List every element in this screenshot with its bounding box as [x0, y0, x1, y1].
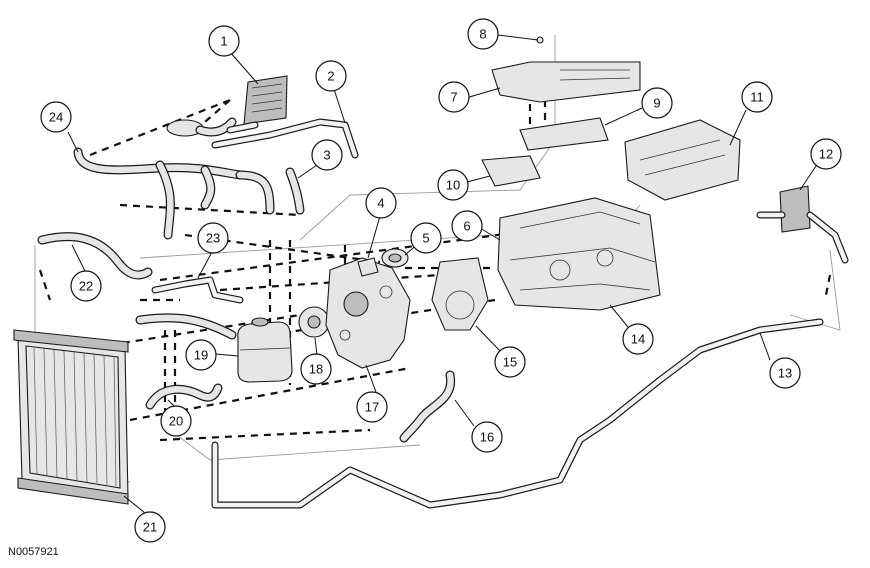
part-21-radiator	[13, 329, 129, 505]
part-22-radiator-hose	[37, 232, 153, 280]
callout-23: 23	[197, 222, 229, 254]
part-13-long-tube	[211, 318, 824, 509]
callout-20: 20	[160, 405, 192, 437]
svg-text:12: 12	[819, 147, 833, 162]
callout-3: 3	[311, 139, 343, 171]
callout-22: 22	[70, 270, 102, 302]
part-18-pump-pulley	[298, 306, 330, 338]
part-2-upper-tube	[211, 118, 359, 159]
part-10-oil-cooler	[481, 155, 541, 187]
svg-text:8: 8	[479, 27, 486, 42]
part-23-bracket	[151, 276, 244, 304]
callout-11: 11	[741, 81, 773, 113]
callout-8: 8	[467, 18, 499, 50]
callout-9: 9	[641, 87, 673, 119]
svg-text:5: 5	[422, 231, 429, 246]
callout-16: 16	[471, 421, 503, 453]
callout-5: 5	[410, 222, 442, 254]
callout-10: 10	[437, 169, 469, 201]
svg-text:22: 22	[79, 279, 93, 294]
part-7-manifold	[491, 61, 641, 103]
svg-text:24: 24	[49, 110, 63, 125]
svg-text:21: 21	[143, 520, 157, 535]
svg-text:13: 13	[778, 366, 792, 381]
part-17-front-cover	[325, 257, 411, 369]
part-15-cover-plate	[431, 257, 489, 331]
svg-text:18: 18	[309, 362, 323, 377]
callout-21: 21	[134, 511, 166, 543]
part-12-egr-cooler	[756, 185, 849, 264]
callout-4: 4	[365, 187, 397, 219]
part-5-thermostat	[381, 248, 409, 268]
svg-text:7: 7	[450, 90, 457, 105]
part-9-crossover	[519, 117, 609, 151]
svg-text:20: 20	[169, 414, 183, 429]
part-19-reservoir	[237, 317, 293, 383]
part-20-lower-hose	[135, 313, 237, 410]
callout-12: 12	[810, 138, 842, 170]
part-24-upper-hoses	[73, 117, 275, 240]
part-1-filter	[243, 75, 288, 125]
callout-7: 7	[438, 81, 470, 113]
part-3-hose	[285, 167, 305, 215]
callout-14: 14	[622, 323, 654, 355]
svg-text:23: 23	[206, 231, 220, 246]
svg-text:16: 16	[480, 430, 494, 445]
part-16-outlet-hose	[399, 370, 456, 443]
part-4-outlet	[357, 257, 379, 277]
callout-13: 13	[769, 357, 801, 389]
part-11-cylinder-head	[624, 119, 741, 201]
part-14-engine-block	[497, 197, 661, 311]
callout-15: 15	[494, 346, 526, 378]
svg-text:15: 15	[503, 355, 517, 370]
svg-text:6: 6	[463, 219, 470, 234]
svg-text:17: 17	[365, 400, 379, 415]
callout-18: 18	[300, 353, 332, 385]
callout-6: 6	[451, 210, 483, 242]
callout-19: 19	[185, 339, 217, 371]
svg-text:9: 9	[653, 96, 660, 111]
callout-17: 17	[356, 391, 388, 423]
callout-1: 1	[208, 25, 240, 57]
svg-text:2: 2	[327, 69, 334, 84]
svg-text:14: 14	[631, 332, 645, 347]
callout-2: 2	[315, 60, 347, 92]
callout-24: 24	[40, 101, 72, 133]
svg-text:11: 11	[750, 90, 764, 105]
svg-text:3: 3	[323, 148, 330, 163]
svg-text:19: 19	[194, 348, 208, 363]
svg-text:1: 1	[220, 34, 227, 49]
svg-text:4: 4	[377, 196, 384, 211]
figure-code: N0057921	[8, 546, 59, 558]
svg-text:10: 10	[446, 178, 460, 193]
